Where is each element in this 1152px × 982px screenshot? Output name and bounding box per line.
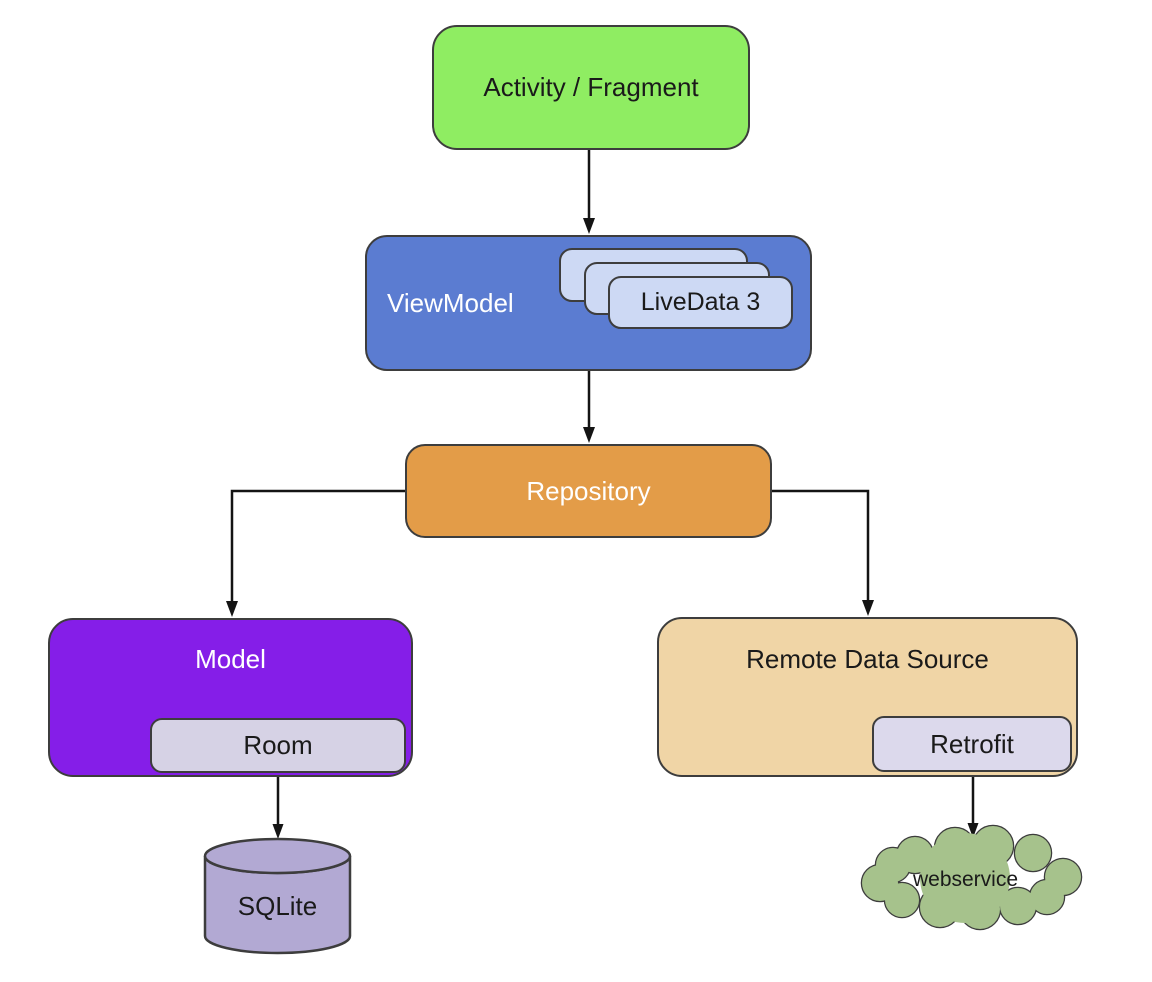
livedata-label: LiveData 3: [640, 288, 761, 316]
edge-arrowheads: [226, 218, 979, 839]
webservice-label: webservice: [912, 868, 1019, 891]
database-cylinder: [203, 837, 352, 955]
viewmodel-label: ViewModel: [387, 287, 514, 318]
cloud-fill: [862, 826, 1081, 929]
arrowhead: [583, 218, 595, 234]
arrowhead: [583, 427, 595, 443]
cloud-shape: [860, 824, 1083, 931]
node-activity-fragment: Activity / Fragment: [432, 25, 750, 150]
cylinder-top: [203, 837, 352, 875]
room-label: Room: [243, 730, 313, 760]
model-label: Model: [195, 644, 266, 674]
node-repository: Repository: [405, 444, 772, 538]
sqlite-label: SQLite: [237, 891, 318, 921]
node-retrofit: Retrofit: [872, 716, 1072, 772]
remote-data-source-label: Remote Data Source: [746, 644, 989, 674]
arrowhead: [967, 823, 979, 838]
arrowhead: [272, 824, 284, 839]
arrowhead: [862, 600, 874, 616]
repository-label: Repository: [526, 475, 651, 506]
node-room: Room: [150, 718, 406, 773]
retrofit-label: Retrofit: [930, 728, 1014, 759]
edge-arrows: [230, 150, 975, 826]
livedata-card-front: LiveData 3: [608, 276, 793, 329]
edge-repository-to-model: [230, 489, 405, 604]
activity-fragment-label: Activity / Fragment: [483, 72, 699, 102]
edge-repository-to-remote: [772, 489, 870, 603]
arrowhead: [226, 601, 238, 617]
